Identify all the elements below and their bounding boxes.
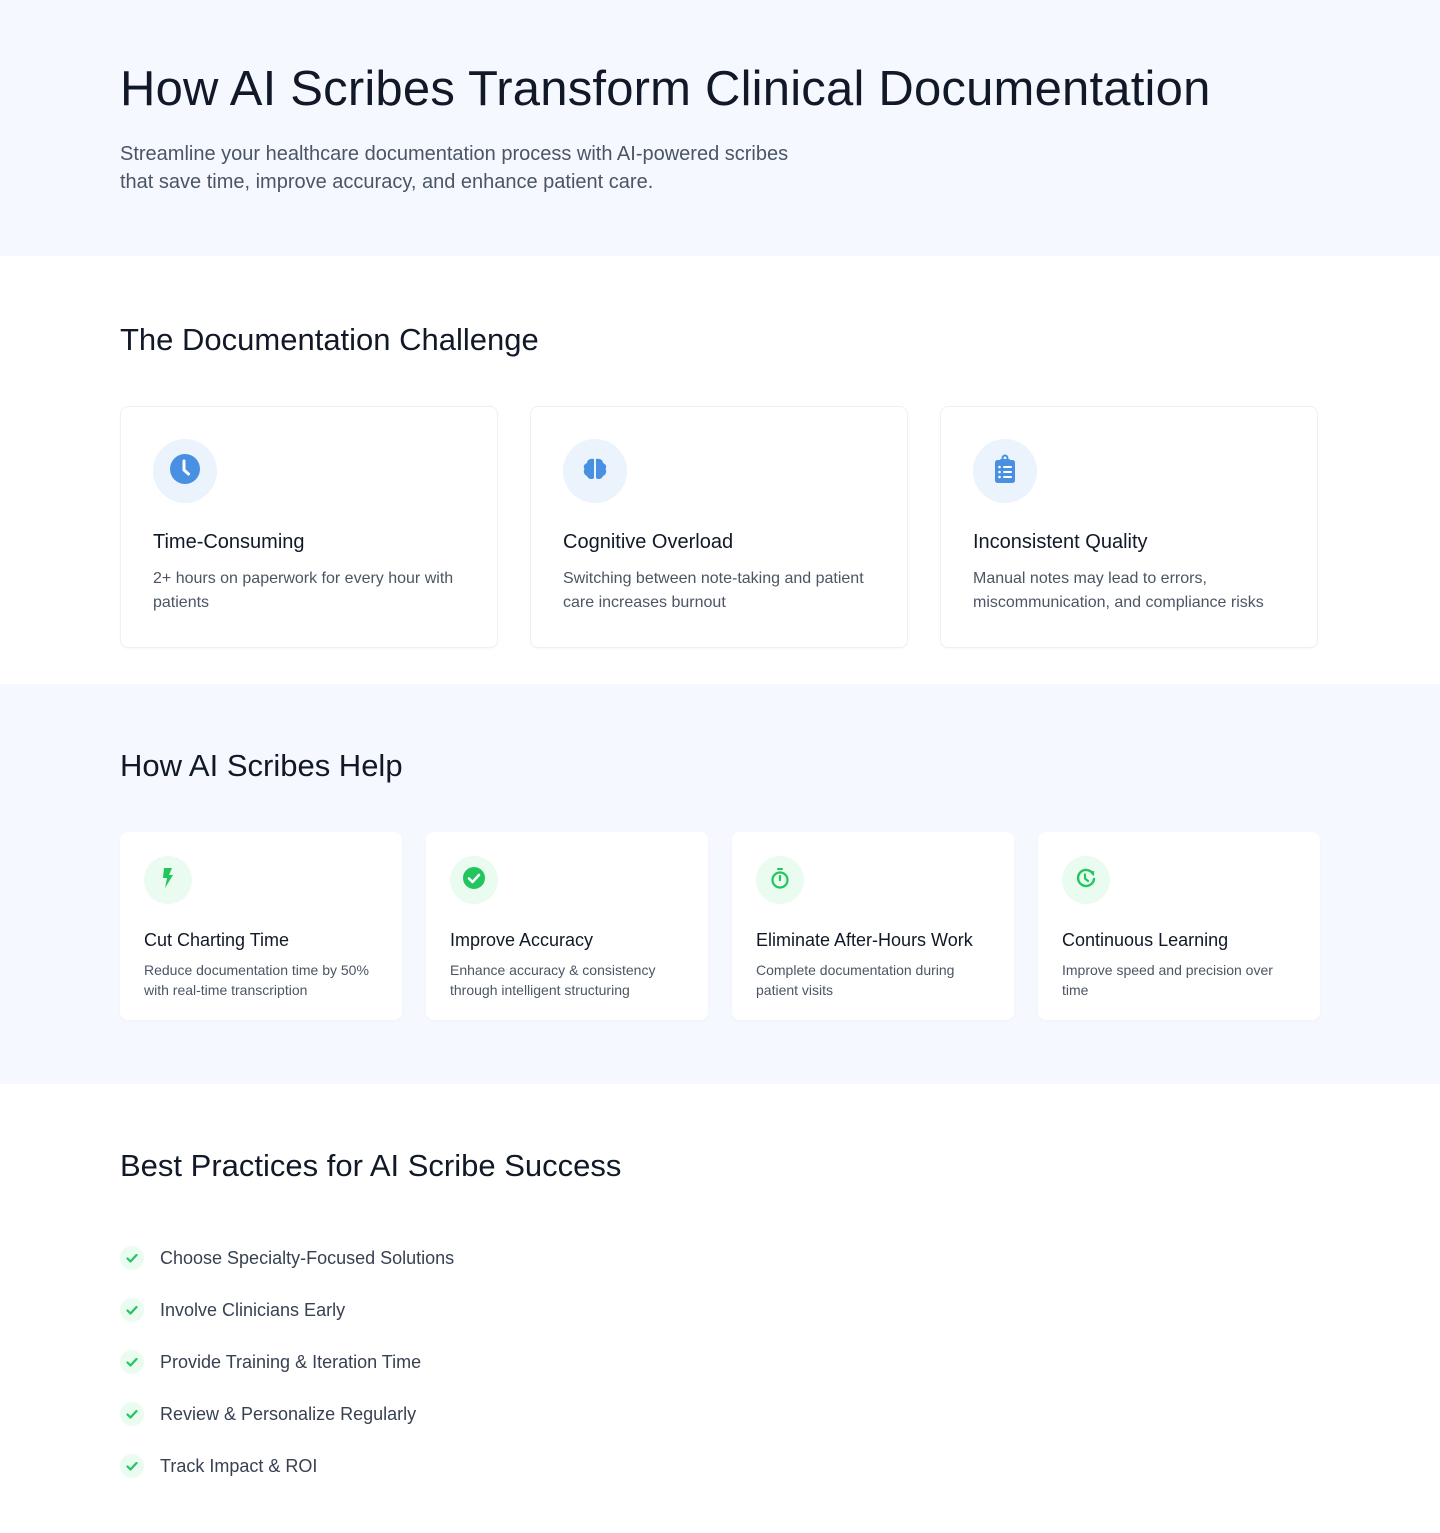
practices-list: Choose Specialty-Focused Solutions Invol…	[120, 1232, 1320, 1492]
card-text: 2+ hours on paperwork for every hour wit…	[153, 570, 454, 611]
list-item: Choose Specialty-Focused Solutions	[120, 1232, 1320, 1284]
check-icon	[120, 1402, 144, 1426]
card-title: Cut Charting Time	[144, 930, 290, 950]
practice-label: Track Impact & ROI	[160, 1456, 318, 1476]
list-item: Provide Training & Iteration Time	[120, 1336, 1320, 1388]
clock-rotate-icon	[1074, 866, 1098, 895]
icon-badge	[563, 439, 627, 503]
clipboard-list-icon	[989, 453, 1021, 490]
check-icon	[120, 1454, 144, 1478]
stopwatch-icon	[768, 866, 792, 895]
card-title: Inconsistent Quality	[973, 531, 1148, 553]
hero-section: How AI Scribes Transform Clinical Docume…	[0, 0, 1440, 256]
help-section: How AI Scribes Help Cut Charting Time Re…	[0, 684, 1440, 1084]
card-text: Enhance accuracy & consistency through i…	[450, 962, 656, 998]
check-icon	[120, 1350, 144, 1374]
card-title: Eliminate After-Hours Work	[756, 930, 973, 950]
card-text: Improve speed and precision over time	[1062, 962, 1273, 998]
check-icon	[120, 1298, 144, 1322]
challenge-card: Time-Consuming 2+ hours on paperwork for…	[120, 406, 498, 648]
icon-badge	[1062, 856, 1110, 904]
benefit-card: Continuous Learning Improve speed and pr…	[1038, 832, 1320, 1020]
practice-label: Provide Training & Iteration Time	[160, 1352, 422, 1372]
challenge-card: Inconsistent Quality Manual notes may le…	[940, 406, 1318, 648]
card-title: Continuous Learning	[1062, 930, 1229, 950]
card-text: Manual notes may lead to errors, miscomm…	[973, 570, 1264, 611]
icon-badge	[153, 439, 217, 503]
list-item: Involve Clinicians Early	[120, 1284, 1320, 1336]
card-text: Reduce documentation time by 50% with re…	[144, 962, 369, 998]
list-item: Track Impact & ROI	[120, 1440, 1320, 1492]
hero-subtitle: Streamline your healthcare documentation…	[120, 143, 789, 193]
icon-badge	[973, 439, 1037, 503]
brain-icon	[579, 453, 611, 490]
practice-label: Choose Specialty-Focused Solutions	[160, 1248, 455, 1268]
card-text: Switching between note-taking and patien…	[563, 570, 864, 611]
icon-badge	[450, 856, 498, 904]
card-text: Complete documentation during patient vi…	[756, 962, 955, 998]
section-title: Best Practices for AI Scribe Success	[120, 1148, 622, 1183]
practice-label: Involve Clinicians Early	[160, 1300, 346, 1320]
section-title: The Documentation Challenge	[120, 322, 539, 357]
challenge-section: The Documentation Challenge Time-Consumi…	[0, 256, 1440, 684]
bolt-icon	[156, 866, 180, 895]
clock-icon	[169, 453, 201, 490]
practices-section: Best Practices for AI Scribe Success Cho…	[0, 1084, 1440, 1533]
practice-label: Review & Personalize Regularly	[160, 1404, 417, 1424]
list-item: Review & Personalize Regularly	[120, 1388, 1320, 1440]
check-circle-icon	[462, 866, 486, 895]
card-title: Time-Consuming	[153, 531, 305, 553]
section-title: How AI Scribes Help	[120, 748, 403, 783]
benefit-card: Eliminate After-Hours Work Complete docu…	[732, 832, 1014, 1020]
card-title: Cognitive Overload	[563, 531, 734, 553]
card-title: Improve Accuracy	[450, 930, 594, 950]
benefit-card: Cut Charting Time Reduce documentation t…	[120, 832, 402, 1020]
benefit-card: Improve Accuracy Enhance accuracy & cons…	[426, 832, 708, 1020]
page-title: How AI Scribes Transform Clinical Docume…	[120, 62, 1211, 116]
icon-badge	[144, 856, 192, 904]
challenge-card: Cognitive Overload Switching between not…	[530, 406, 908, 648]
check-icon	[120, 1246, 144, 1270]
icon-badge	[756, 856, 804, 904]
